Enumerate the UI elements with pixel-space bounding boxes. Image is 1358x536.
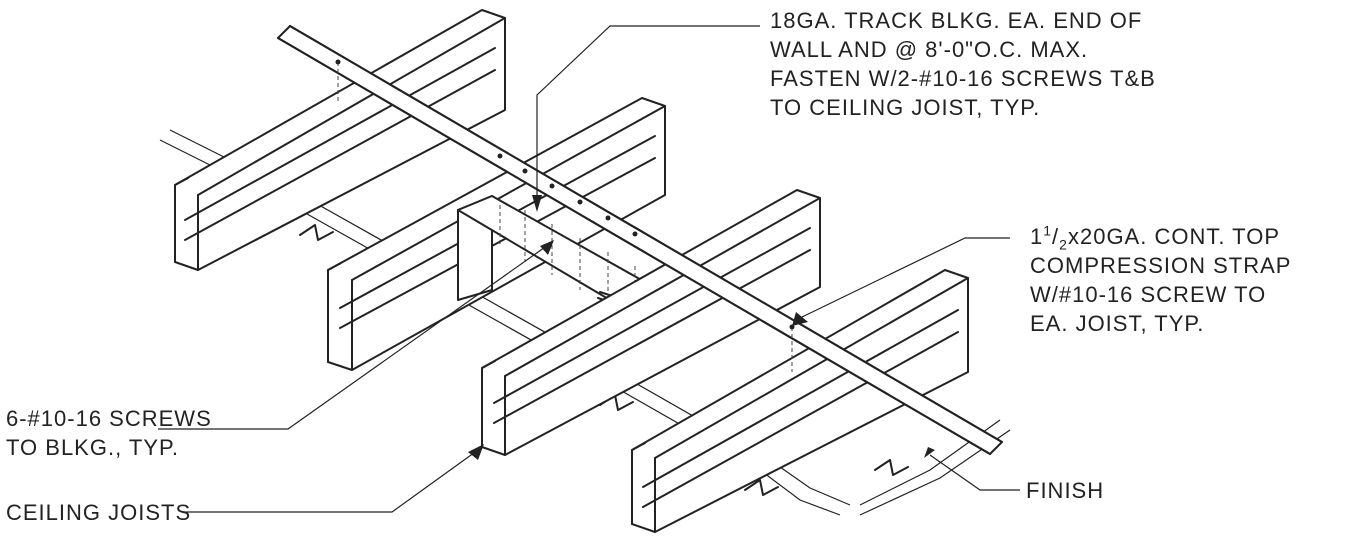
- note-line: 6-#10-16 SCREWS: [6, 406, 212, 431]
- leader-lines: [158, 25, 1020, 513]
- fraction-denominator: 2: [1059, 236, 1068, 253]
- note-line: 11/2x20GA. CONT. TOP: [1030, 222, 1280, 253]
- ceiling-joist-2: [327, 97, 666, 371]
- note-line: W/#10-16 SCREW TO: [1030, 282, 1267, 307]
- note-line: TO BLKG., TYP.: [6, 435, 179, 460]
- ceiling-joist-4: [631, 269, 969, 533]
- note-line: 18GA. TRACK BLKG. EA. END OF: [770, 8, 1143, 33]
- finish-label: FINISH: [1026, 478, 1105, 503]
- note-line: FASTEN W/2-#10-16 SCREWS T&B: [770, 66, 1156, 91]
- note-line: COMPRESSION STRAP: [1030, 253, 1292, 278]
- ceiling-joist-1: [174, 9, 506, 271]
- track-blocking-note: 18GA. TRACK BLKG. EA. END OF WALL AND @ …: [770, 6, 1156, 122]
- note-line: WALL AND @ 8'-0"O.C. MAX.: [770, 37, 1089, 62]
- compression-strap-note: 11/2x20GA. CONT. TOP COMPRESSION STRAP W…: [1030, 222, 1291, 338]
- compression-strap: [277, 25, 1003, 455]
- note-line: EA. JOIST, TYP.: [1030, 311, 1205, 336]
- ceiling-joists-label: CEILING JOISTS: [6, 500, 192, 525]
- fraction-numerator: 1: [1043, 222, 1053, 239]
- screws-to-blocking-note: 6-#10-16 SCREWS TO BLKG., TYP.: [6, 404, 212, 462]
- note-line-rest: x20GA. CONT. TOP: [1067, 224, 1280, 249]
- fraction-whole: 1: [1030, 224, 1044, 249]
- note-line: TO CEILING JOIST, TYP.: [770, 95, 1041, 120]
- screw-markers: [335, 59, 795, 330]
- ceiling-joist-3: [481, 189, 821, 456]
